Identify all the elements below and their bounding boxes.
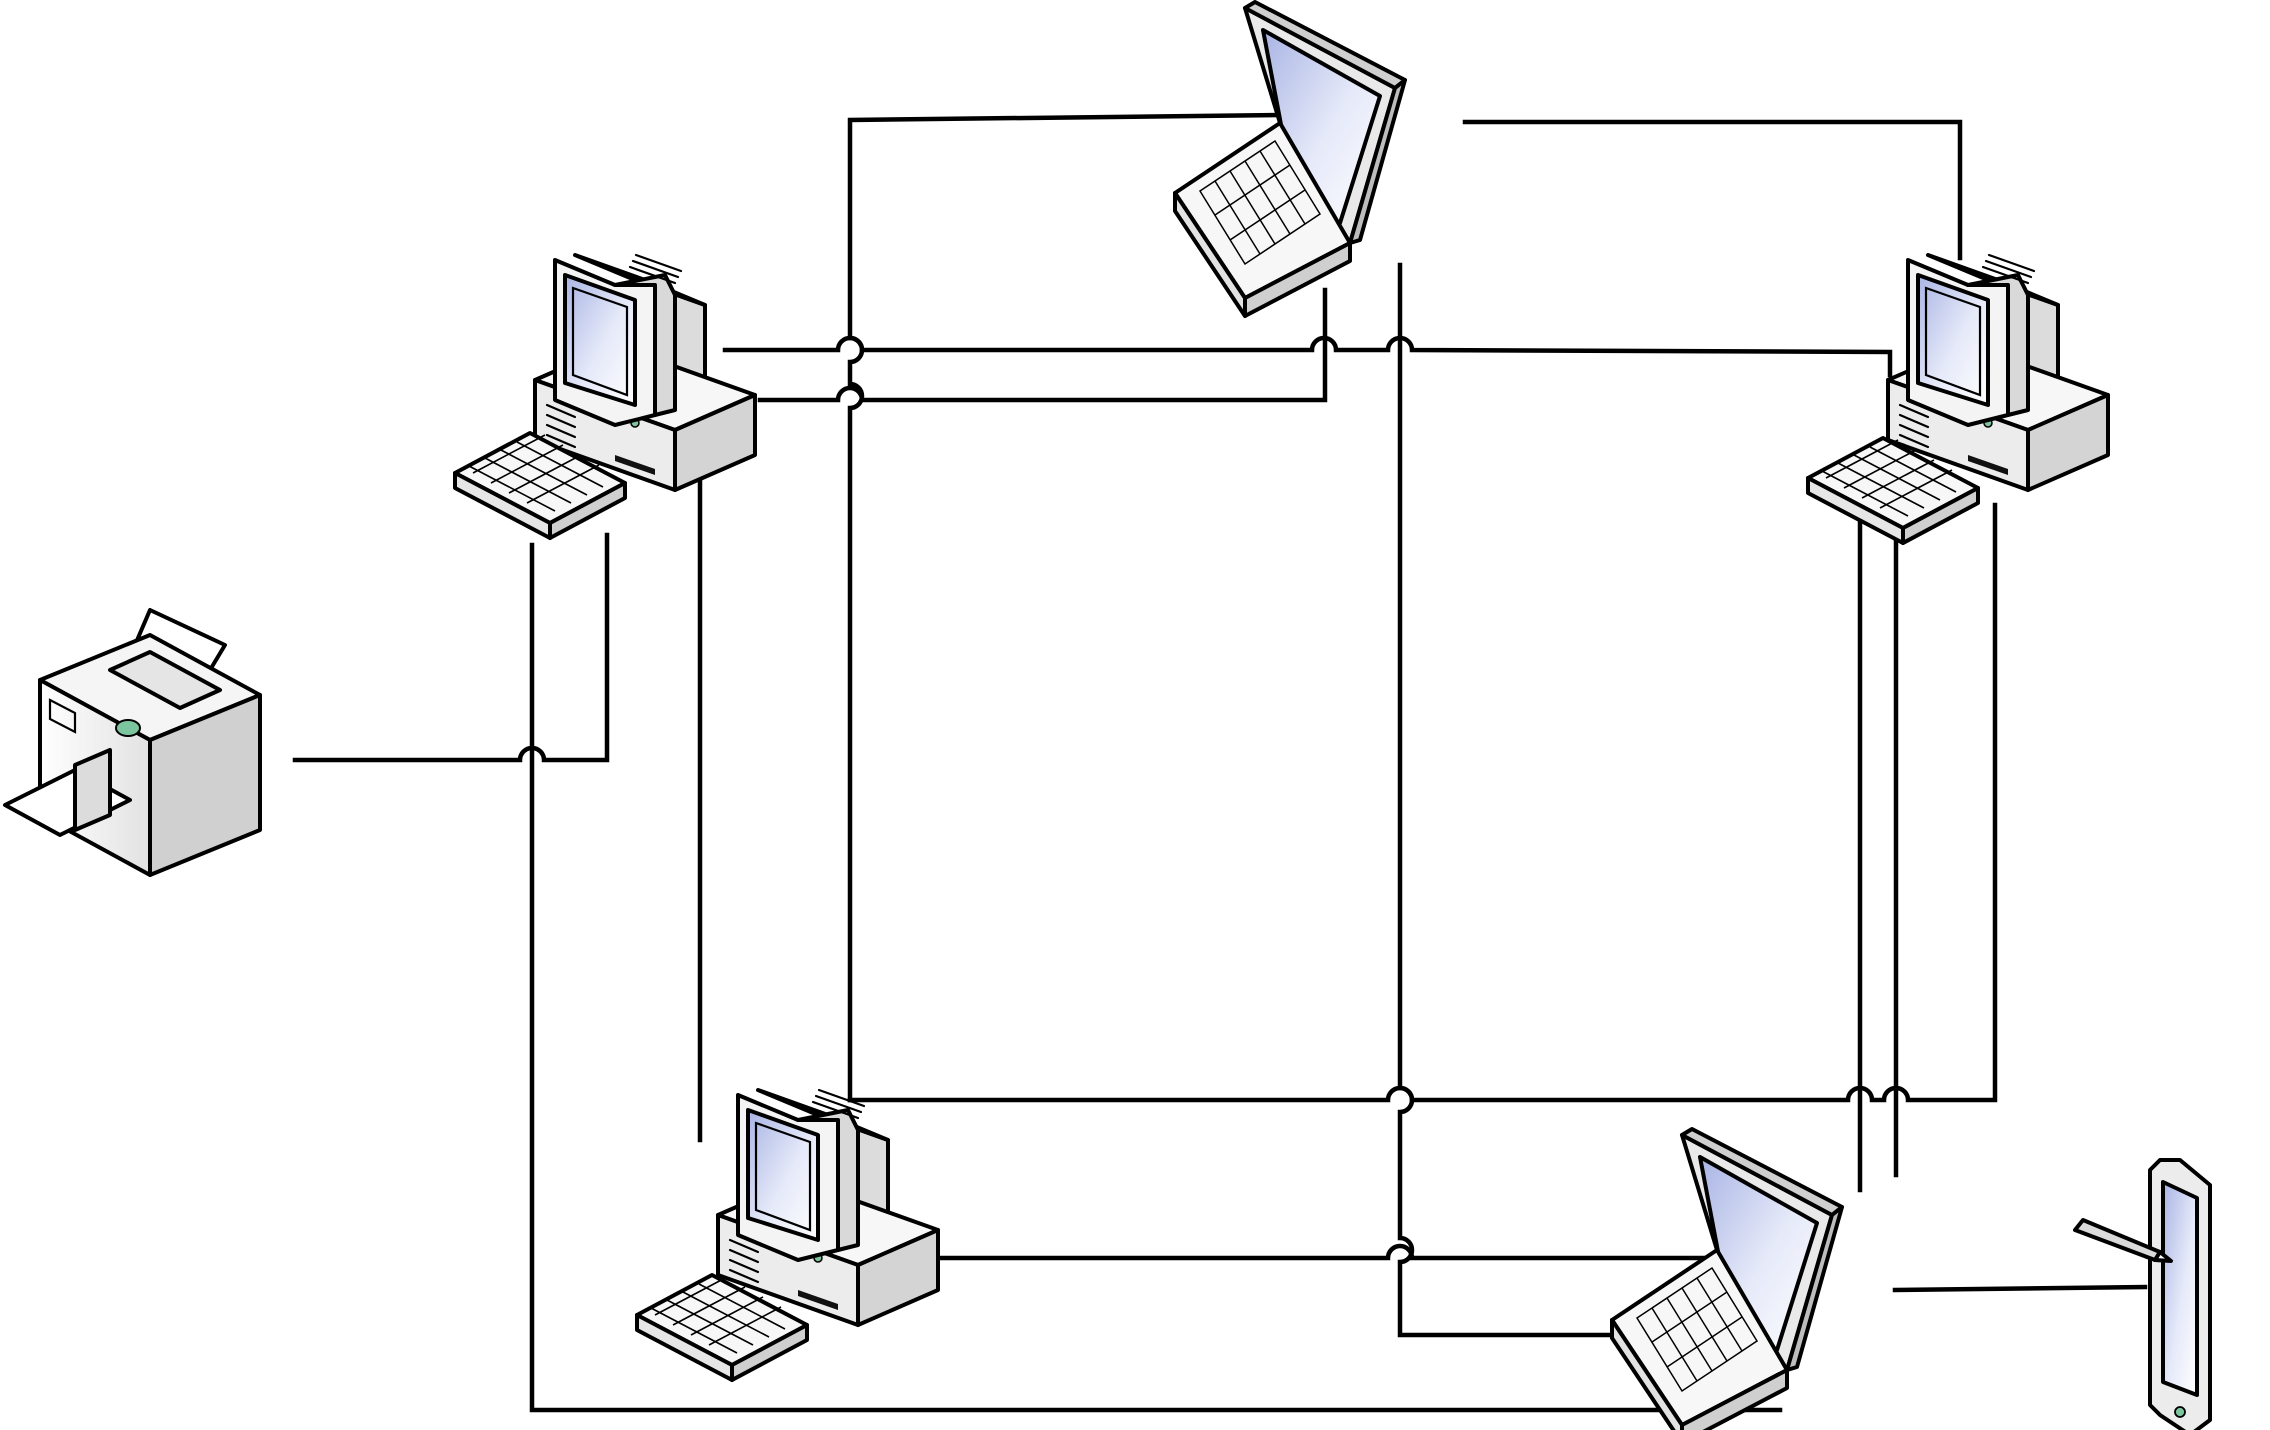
tablet-with-stylus-icon <box>2073 1158 2212 1430</box>
node-tablet[interactable] <box>2073 1158 2212 1430</box>
link-desktop-left-to-laptop-bottom <box>529 542 1783 1413</box>
node-desktop-bottom[interactable] <box>635 1088 940 1382</box>
printer-icon <box>3 608 262 877</box>
node-printer[interactable] <box>3 608 262 877</box>
link-laptop-top-to-desktop-right <box>1462 119 1963 261</box>
link-printer-to-desktop-left <box>292 532 610 763</box>
link-desktop-right-to-desktop-bottom <box>847 502 1998 1103</box>
node-laptop-top[interactable] <box>1173 0 1407 318</box>
link-laptop-bottom-to-tablet <box>1892 1284 2148 1293</box>
laptop-icon <box>1610 1127 1844 1430</box>
laptop-icon <box>1173 0 1407 318</box>
node-desktop-right[interactable] <box>1806 253 2110 545</box>
link-desktop-left-to-laptop-top <box>757 287 1328 403</box>
link-desktop-left-to-desktop-right <box>722 335 1893 378</box>
link-desktop-bottom-to-laptop-bottom <box>937 1243 1758 1261</box>
link-laptop-top-to-laptop-bottom <box>1397 262 1663 1338</box>
desktop-computer-icon <box>1886 253 2110 492</box>
node-laptop-bottom[interactable] <box>1610 1127 1844 1430</box>
network-links <box>292 112 2148 1413</box>
desktop-computer-icon <box>716 1088 940 1327</box>
node-desktop-left[interactable] <box>453 253 757 540</box>
